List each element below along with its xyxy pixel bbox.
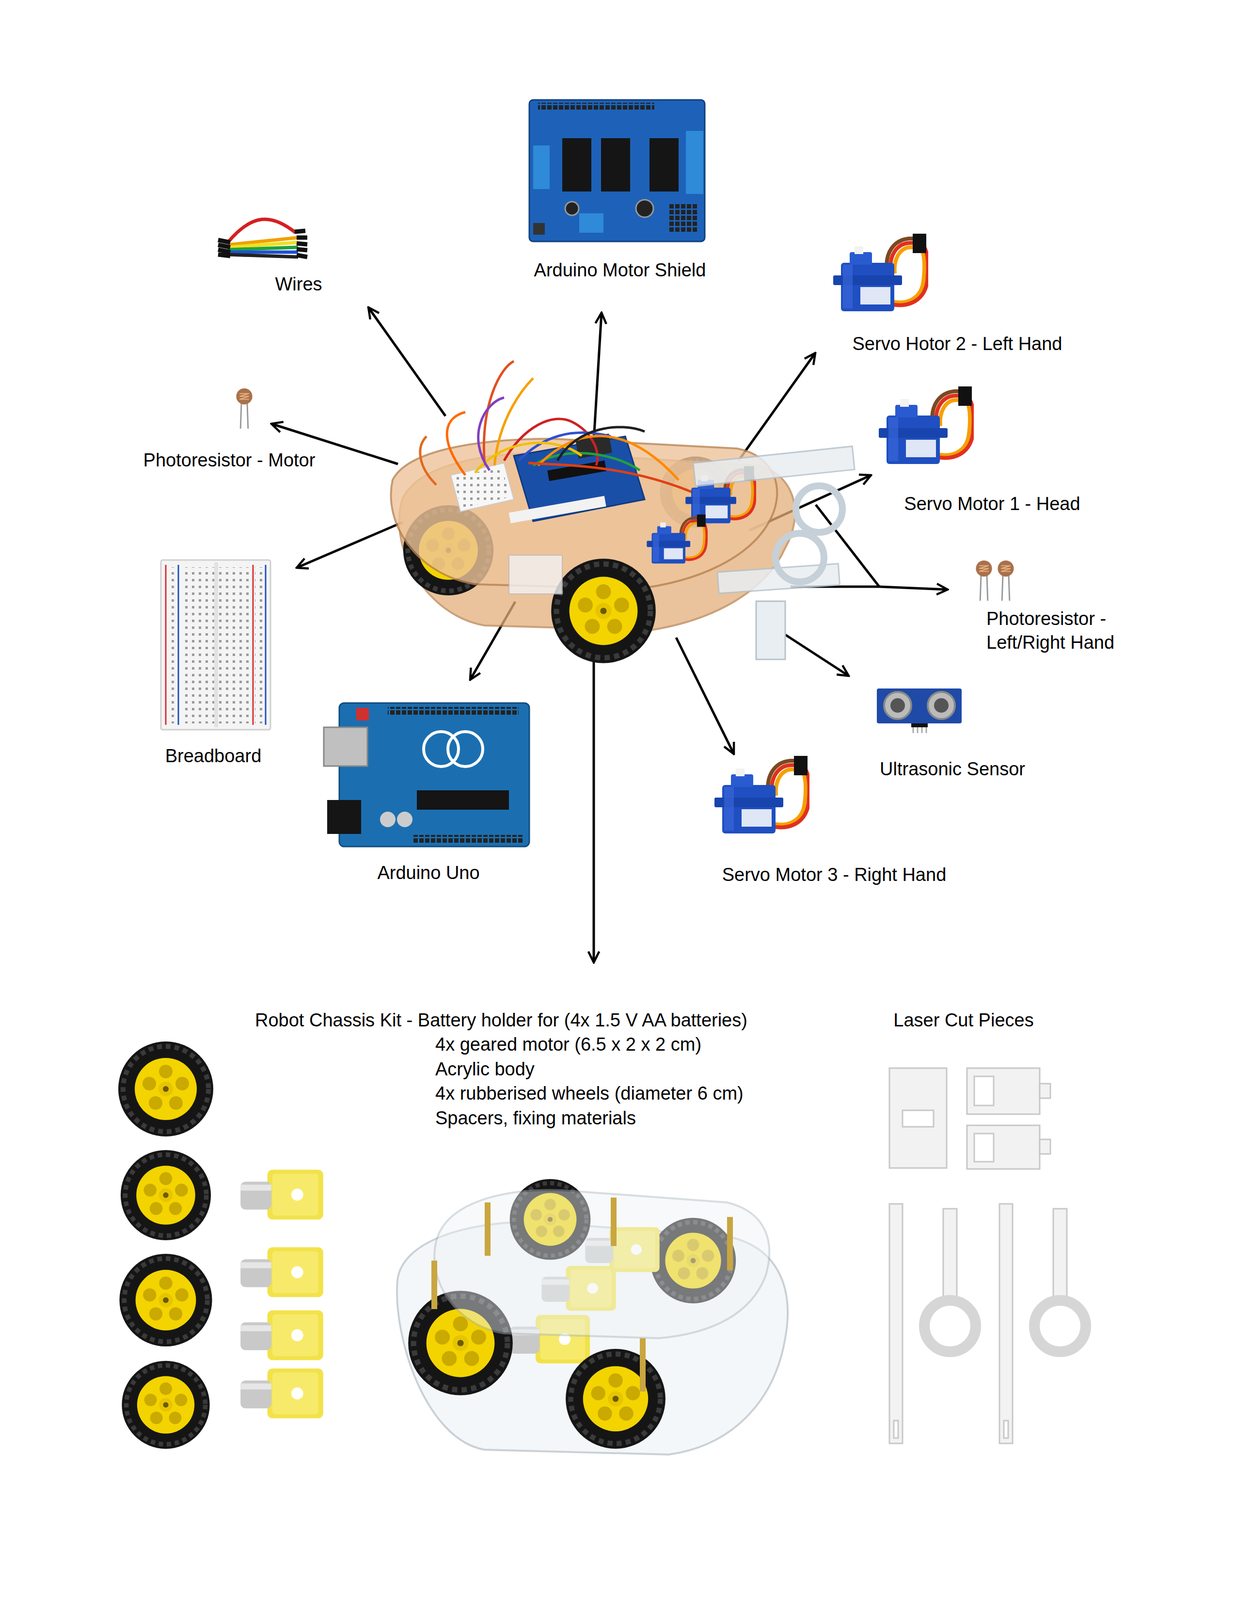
wheel	[121, 1360, 210, 1449]
wheel	[119, 1253, 212, 1347]
part-label: Acrylic body	[435, 1057, 535, 1081]
part-label: 4x geared motor (6.5 x 2 x 2 cm)	[435, 1032, 702, 1057]
part-label: Servo Motor 1 - Head	[903, 491, 1080, 516]
arduino-uno-board	[323, 702, 530, 847]
part-label: Photoresistor - Motor	[143, 448, 316, 473]
part-label: Servo Motor 3 - Right Hand	[722, 862, 947, 887]
geared-motor	[240, 1169, 324, 1220]
geared-motor	[240, 1368, 324, 1419]
robot-assembly	[391, 361, 856, 664]
part-label: Laser Cut Pieces	[893, 1008, 1034, 1032]
servo-right-hand	[714, 755, 810, 834]
chassis-assembly	[396, 1178, 788, 1455]
part-label: Servo Hotor 2 - Left Hand	[852, 332, 1063, 356]
part-label: Robot Chassis Kit - Battery holder for (…	[254, 1008, 748, 1032]
photoresistor-right	[997, 560, 1014, 601]
part-label: Breadboard	[165, 744, 262, 768]
photoresistor-motor	[236, 388, 253, 429]
part-label: Arduino Motor Shield	[534, 258, 707, 283]
geared-motor	[240, 1310, 324, 1361]
photoresistor-left	[975, 560, 992, 601]
part-label: Photoresistor - Left/Right Hand	[986, 606, 1147, 655]
part-label: Ultrasonic Sensor	[879, 757, 1026, 781]
servo-left-hand	[833, 233, 929, 312]
breadboard	[160, 559, 271, 730]
laser-cut-pieces	[889, 1067, 1086, 1443]
ultrasonic-sensor	[876, 688, 962, 733]
geared-motor	[240, 1247, 324, 1298]
part-label: Spacers, fixing materials	[435, 1106, 636, 1130]
part-label: 4x rubberised wheels (diameter 6 cm)	[435, 1081, 744, 1106]
leader-arrows	[271, 307, 948, 963]
wheel	[120, 1149, 211, 1240]
part-label: Arduino Uno	[377, 860, 480, 885]
motor-shield-board	[529, 99, 705, 242]
jumper-wires	[218, 219, 308, 257]
wheel	[118, 1041, 214, 1137]
part-label: Wires	[274, 272, 322, 297]
servo-head	[878, 386, 974, 464]
